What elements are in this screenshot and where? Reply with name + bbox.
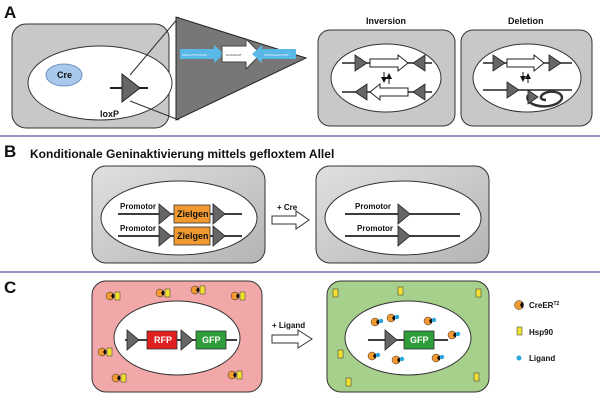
del-loxp-remaining — [506, 81, 520, 99]
del-loxp-2 — [548, 54, 562, 72]
c-arrow-label: + Ligand — [272, 321, 305, 330]
del-gene-arrow — [506, 53, 545, 73]
inv-loxp-3 — [354, 83, 368, 101]
panel-b-title: Konditionale Geninaktivierung mittels ge… — [30, 147, 334, 161]
b-loxp-2b — [212, 225, 226, 247]
b-arrow-label: + Cre — [277, 203, 298, 212]
inv-loxp-1 — [354, 54, 368, 72]
gfp-label-right: GFP — [410, 335, 429, 345]
b-loxp-3 — [397, 203, 411, 225]
loxp-label: loxP — [100, 109, 119, 119]
gfp-label-left: GFP — [202, 335, 221, 345]
c-loxp-2 — [180, 329, 194, 351]
panel-b-letter: B — [4, 142, 16, 161]
creer-ligand-nuclear — [367, 313, 461, 365]
seq-arrow-right — [252, 45, 296, 63]
del-circle-loxp — [527, 89, 539, 105]
c-loxp-1 — [126, 329, 140, 351]
nucleus-deletion — [472, 43, 582, 113]
creer-complexes-left — [97, 285, 246, 383]
hsp90-free-right — [332, 286, 482, 387]
b-loxp-1a — [158, 203, 172, 225]
legend-hsp90-label: Hsp90 — [529, 328, 554, 337]
seq-mid-text: GCATACAT — [226, 53, 242, 57]
b-promotor-4: Promotor — [357, 224, 393, 233]
panel-a-letter: A — [4, 3, 16, 22]
legend-creer-sup: T2 — [553, 301, 559, 307]
b-zielgen-box-1 — [173, 204, 211, 224]
legend-creer-label: CreERT2 — [529, 301, 560, 310]
inversion-title: Inversion — [366, 16, 406, 26]
panel-c: C RFP GFP + Ligand GFP — [4, 278, 560, 393]
b-promotor-3: Promotor — [355, 202, 391, 211]
cre-protein — [45, 63, 83, 87]
inv-loxp-2 — [412, 54, 426, 72]
inv-gene-arrow-top — [369, 53, 409, 73]
loxp-zoom-triangle — [175, 16, 308, 121]
panel-b: B Konditionale Geninaktivierung mittels … — [4, 142, 490, 264]
legend-creer-text: CreER — [529, 301, 554, 310]
gfp-box-right — [403, 330, 435, 350]
seq-arrow-left — [180, 45, 224, 63]
inv-loxp-4 — [412, 83, 426, 101]
deletion-title: Deletion — [508, 16, 544, 26]
b-zielgen-box-2 — [173, 226, 211, 246]
zoom-line-top — [129, 16, 180, 76]
b-loxp-2a — [158, 225, 172, 247]
seq-right-text: TATACGAAGTTAT — [264, 53, 289, 57]
del-excised-circle — [526, 90, 564, 108]
c-reaction-arrow — [271, 329, 313, 349]
cre-label: Cre — [57, 70, 72, 80]
legend-ligand-icon — [516, 355, 522, 361]
panel-c-letter: C — [4, 278, 16, 297]
b-promotor-1: Promotor — [120, 202, 156, 211]
legend-c: CreERT2 Hsp90 Ligand — [514, 300, 560, 363]
b-loxp-4 — [397, 225, 411, 247]
panel-a: A Cre loxP ATAACTTCGTATA GCATACAT TATACG… — [4, 3, 593, 129]
inv-gene-arrow-bottom — [369, 82, 409, 102]
seq-arrow-mid — [221, 37, 262, 71]
b-promotor-2: Promotor — [120, 224, 156, 233]
b-loxp-1b — [212, 203, 226, 225]
nucleus-inversion — [330, 43, 442, 113]
loxp-triangle — [121, 72, 141, 104]
legend-creer-icon — [514, 300, 524, 310]
b-zielgen-1: Zielgen — [177, 209, 209, 219]
b-zielgen-2: Zielgen — [177, 231, 209, 241]
del-loxp-1 — [492, 54, 506, 72]
rfp-box — [146, 330, 178, 350]
b-reaction-arrow — [271, 210, 310, 230]
legend-hsp90-icon — [516, 326, 523, 336]
rfp-label: RFP — [154, 335, 172, 345]
c-loxp-3 — [384, 329, 398, 351]
gfp-box-left — [195, 330, 227, 350]
seq-left-text: ATAACTTCGTATA — [182, 53, 207, 57]
zoom-line-bottom — [129, 100, 180, 121]
legend-ligand-label: Ligand — [529, 354, 555, 363]
